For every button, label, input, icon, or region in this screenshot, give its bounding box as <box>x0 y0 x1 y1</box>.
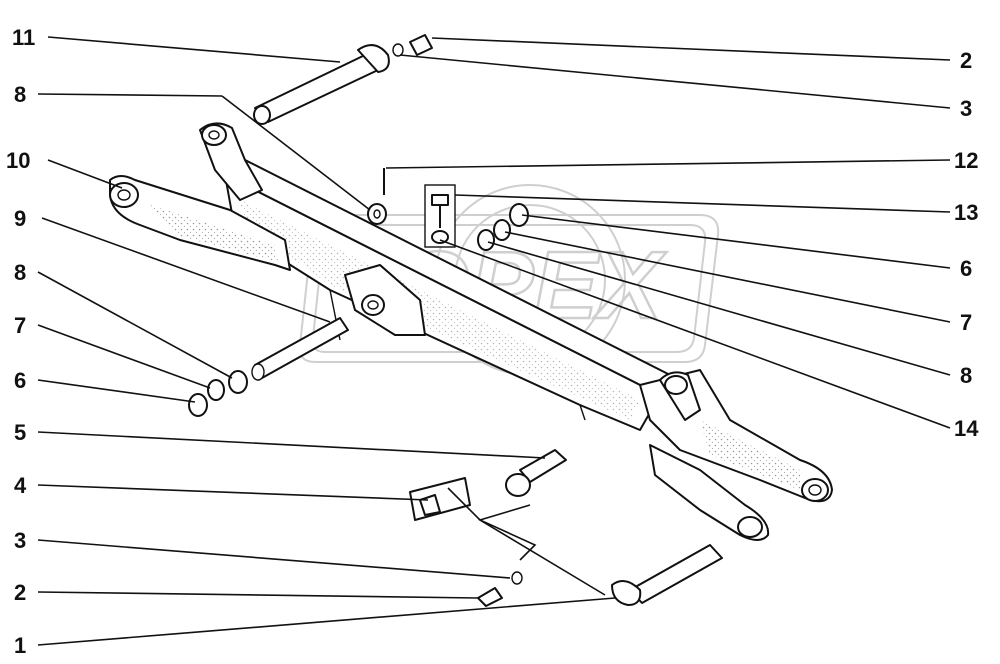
left-fork <box>109 122 291 271</box>
callout-1: 1 <box>14 633 26 658</box>
right-fork <box>639 369 833 541</box>
bolt-13-detail <box>383 168 456 248</box>
callout-5: 5 <box>14 420 26 445</box>
right-washers <box>477 203 529 251</box>
shaft-9-assembly <box>188 317 349 417</box>
frame-beam <box>224 159 681 431</box>
top-pin-assembly <box>253 34 433 125</box>
pin-5-assembly <box>409 449 567 521</box>
callout-3: 3 <box>14 528 26 553</box>
washer-8-upper <box>367 203 387 225</box>
callout-10: 10 <box>6 148 30 173</box>
callout-8: 8 <box>14 260 26 285</box>
callout-13: 13 <box>954 200 978 225</box>
callout-12: 12 <box>954 148 978 173</box>
callout-4: 4 <box>14 473 27 498</box>
callout-7: 7 <box>14 313 26 338</box>
callout-3: 3 <box>960 96 972 121</box>
callout-8: 8 <box>960 363 972 388</box>
callout-2: 2 <box>960 48 972 73</box>
callout-9: 9 <box>14 206 26 231</box>
callout-14: 14 <box>954 416 979 441</box>
leader-lines <box>37 36 951 646</box>
callouts-left: 11 8 10 9 8 7 6 5 4 3 2 1 <box>6 25 35 658</box>
callouts-right: 2 3 12 13 6 7 8 14 <box>954 48 979 441</box>
callout-6: 6 <box>960 256 972 281</box>
callout-2: 2 <box>14 580 26 605</box>
callout-7: 7 <box>960 310 972 335</box>
callout-6: 6 <box>14 368 26 393</box>
lower-pin-assembly <box>477 544 723 607</box>
center-bracket <box>344 264 426 336</box>
callout-8: 8 <box>14 82 26 107</box>
callout-11: 11 <box>12 25 35 50</box>
